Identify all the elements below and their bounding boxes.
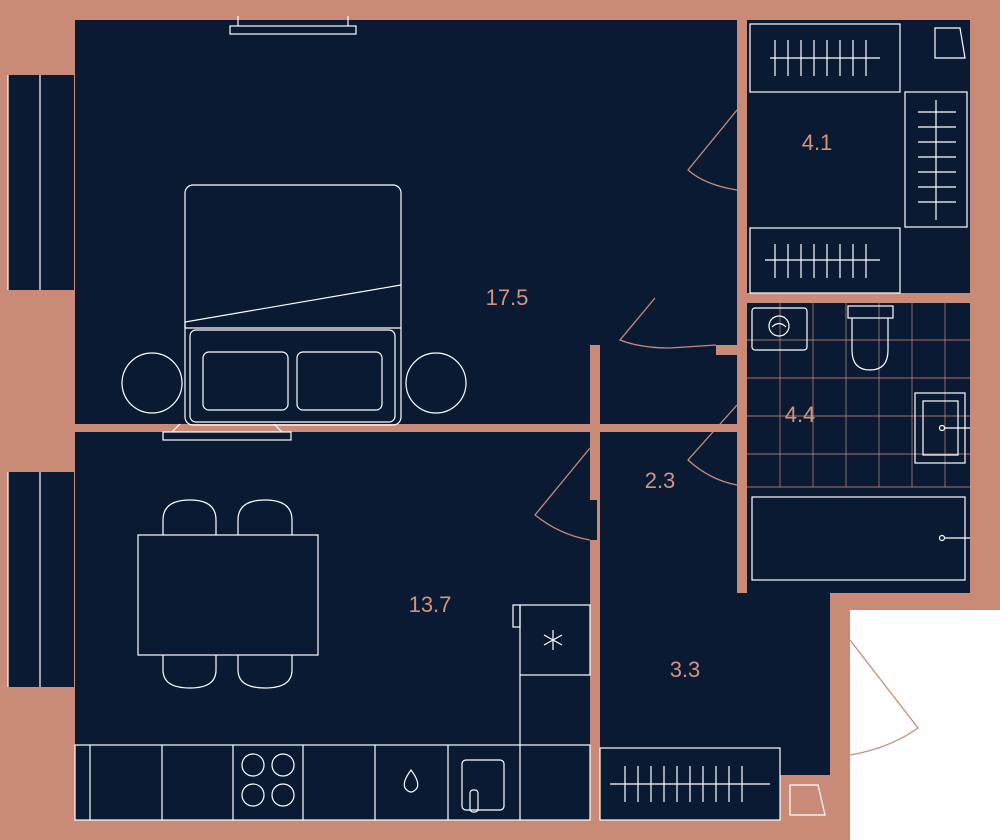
room-bathroom	[747, 303, 970, 593]
room-entrance-hall-ext	[737, 600, 830, 755]
area-bathroom: 4.4	[785, 402, 816, 427]
wardrobe-rail-top	[749, 23, 901, 93]
fridge	[512, 604, 591, 745]
window-kitchen	[8, 472, 74, 687]
doors	[534, 109, 919, 756]
area-kitchen-living: 13.7	[409, 592, 452, 617]
toilet	[847, 305, 894, 371]
drop-icon	[403, 768, 419, 793]
door-kitchen	[534, 447, 591, 541]
door-wardrobe	[687, 109, 738, 191]
door-bedroom	[618, 297, 717, 349]
bathroom-tiles	[747, 303, 970, 488]
shaft-top	[934, 27, 966, 59]
area-entrance-hall: 3.3	[670, 657, 701, 682]
snowflake-icon	[543, 630, 563, 650]
radiator-top	[229, 16, 357, 35]
stove-burners-icon	[241, 753, 295, 807]
entrance-rail	[599, 747, 781, 821]
area-hall: 2.3	[645, 468, 676, 493]
door-bathroom	[687, 404, 738, 486]
area-bedroom: 17.5	[486, 285, 529, 310]
shaft-bottom	[789, 784, 826, 816]
bathtub	[751, 496, 970, 581]
door-entrance	[849, 639, 919, 756]
nightstand-left	[121, 352, 183, 414]
kitchen-counter	[74, 744, 591, 821]
tv-stand	[162, 423, 292, 441]
area-wardrobe: 4.1	[802, 130, 833, 155]
dining-table	[137, 499, 319, 689]
window-bedroom	[8, 75, 74, 290]
room-kitchen-living	[75, 432, 597, 820]
washing-machine	[751, 307, 808, 351]
bed	[184, 184, 402, 426]
nightstand-right	[405, 352, 467, 414]
wardrobe-rail-bottom	[749, 227, 901, 294]
washbasin	[914, 392, 970, 464]
wardrobe-rail-right	[904, 91, 968, 228]
dishwasher	[461, 759, 505, 813]
